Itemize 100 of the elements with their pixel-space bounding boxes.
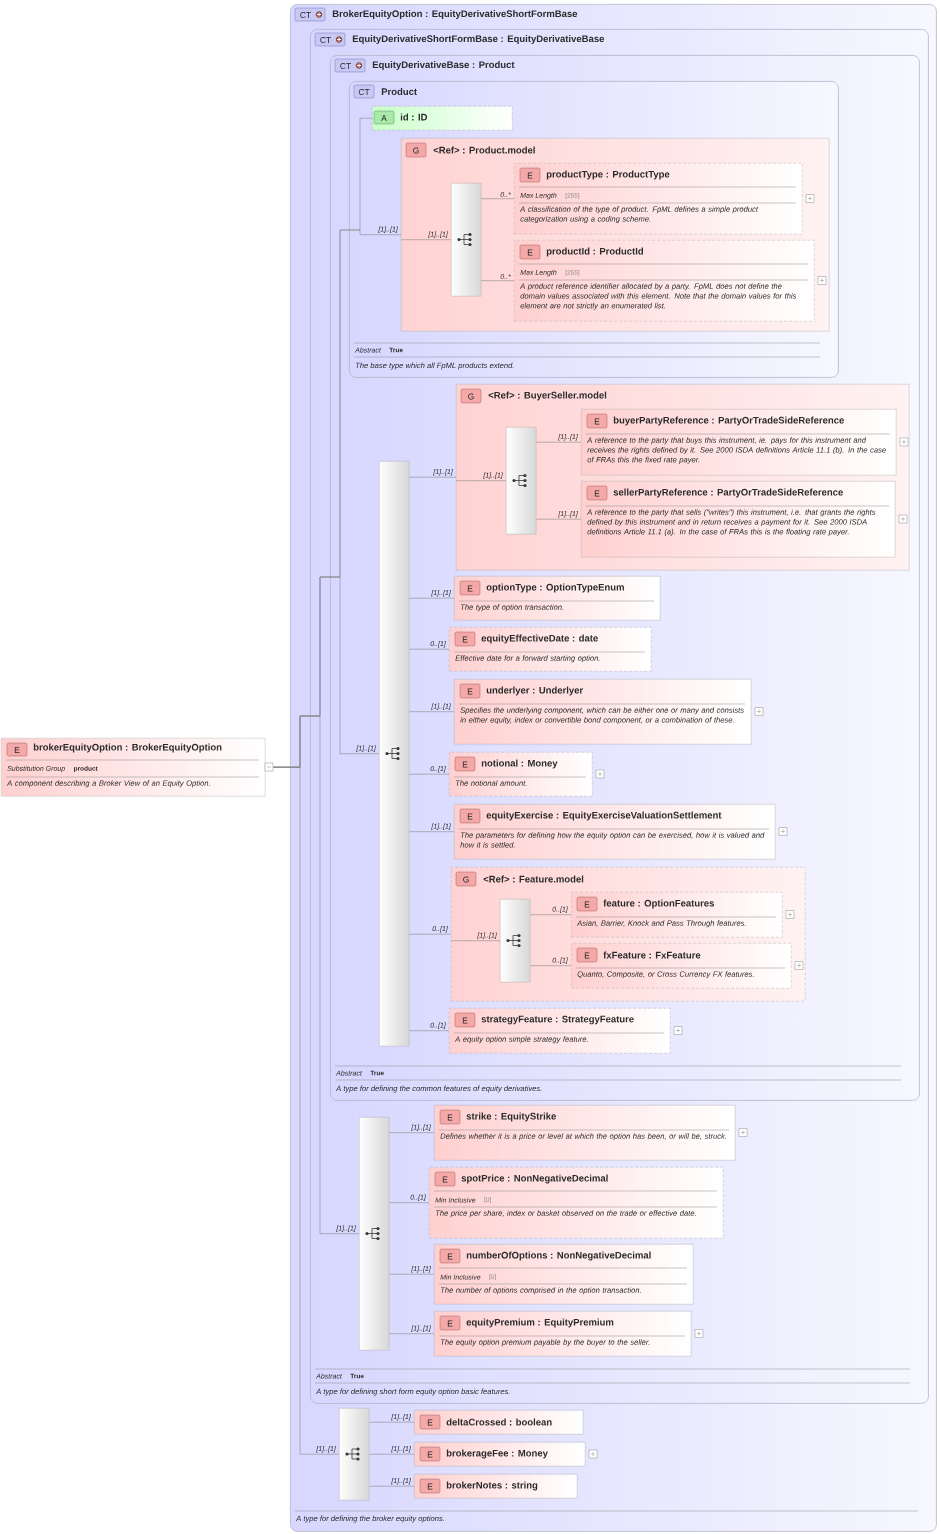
type-badge: E [439,1109,461,1125]
element-box [1,738,274,797]
type-badge: E [586,485,608,501]
type-badge: CT [294,7,326,22]
sequence-bar [339,1408,370,1501]
type-title: BrokerEquityOption : EquityDerivativeShortFormBase [332,10,578,19]
type-badge: A [373,110,395,125]
type-badge: CT [334,58,366,73]
connector-line [273,766,340,1455]
type-badge: E [439,1248,461,1264]
connector-line [530,965,572,966]
type-badge: E [519,244,541,260]
type-badge: E [6,742,28,757]
type-badge: E [576,896,598,912]
element-box [449,752,593,797]
type-title: EquityDerivativeShortFormBase : EquityDerivativeBase [352,35,605,44]
element-title: sellerPartyReference : PartyOrTradeSideReference [613,488,843,498]
element-title: productType : ProductType [546,170,670,180]
type-badge: E [419,1414,441,1430]
type-badge: E [576,947,598,963]
element-box [414,1442,586,1467]
connector-line [389,1132,435,1133]
element-title: strike : EquityStrike [466,1112,556,1122]
element-box [571,892,783,938]
connector-line [409,773,450,775]
sequence-bar [451,183,482,297]
element-title: optionType : OptionTypeEnum [486,583,624,593]
element-box [414,1410,584,1435]
attribute-box [372,106,513,131]
element-title: strategyFeature : StrategyFeature [481,1015,634,1025]
connector-line [389,1333,435,1334]
type-badge: G [460,388,482,404]
element-box [581,409,897,476]
element-box [454,804,776,860]
element-title: equityPremium : EquityPremium [466,1318,614,1328]
type-badge: E [419,1446,441,1462]
element-box [514,163,803,235]
connector-line [409,711,455,712]
element-title: numberOfOptions : NonNegativeDecimal [466,1251,651,1261]
element-title: buyerPartyReference : PartyOrTradeSideReference [613,416,844,426]
type-badge: E [519,167,541,183]
element-box [514,240,815,322]
sequence-bar [359,1117,390,1351]
element-title: notional : Money [481,759,558,769]
element-box [429,1167,724,1239]
sequence-bar [500,899,531,983]
connector-line [536,518,582,520]
type-badge: E [459,683,481,699]
element-box [434,1311,692,1357]
type-badge: E [459,580,481,596]
connector-line [409,476,457,478]
element-title: spotPrice : NonNegativeDecimal [461,1174,608,1184]
connector-line [409,597,455,599]
connector-line [530,914,572,915]
element-title: equityEffectiveDate : date [481,634,598,644]
connector-line [409,831,455,832]
type-title: Product [381,88,417,95]
type-title: EquityDerivativeBase : Product [372,61,515,70]
element-box [571,943,792,989]
type-badge: E [434,1171,456,1187]
attribute-title: id : ID [400,113,428,121]
type-badge: E [419,1478,441,1494]
connector-line [389,1202,430,1203]
element-title: feature : OptionFeatures [603,899,714,909]
connector-line [369,1453,415,1455]
element-title: deltaCrossed : boolean [446,1418,552,1426]
type-badge: E [454,631,476,647]
element-title: fxFeature : FxFeature [603,951,701,959]
type-badge: E [454,1012,476,1028]
group-title: <Ref> : Feature.model [483,875,584,883]
connector-line [409,1030,450,1031]
element-box [454,576,661,621]
element-title: brokerEquityOption : BrokerEquityOption [33,743,222,753]
element-title: brokerageFee : Money [446,1449,548,1459]
element-box [581,481,896,558]
type-badge: CT [314,32,346,47]
group-title: <Ref> : BuyerSeller.model [488,391,607,401]
connector-line [369,1485,415,1487]
element-box [434,1105,736,1161]
connector-line [450,940,501,941]
type-badge: E [454,756,476,772]
element-box [454,679,752,745]
connector-line [536,441,582,443]
connector-line [369,1421,415,1423]
element-title: brokerNotes : string [446,1481,538,1491]
element-title: productId : ProductId [546,247,644,257]
element-title: underlyer : Underlyer [486,686,583,696]
sequence-bar [506,427,537,535]
element-title: equityExercise : EquityExerciseValuationSettlement [486,811,722,821]
type-badge: CT [353,84,375,99]
connector-line [481,280,515,281]
type-badge: G [405,142,427,158]
connector-line [400,239,452,240]
type-badge: G [455,871,477,887]
type-badge: E [439,1315,461,1331]
type-badge: E [586,413,608,429]
group-title: <Ref> : Product.model [433,146,535,154]
element-box [449,1008,671,1054]
type-badge: E [459,808,481,824]
sequence-bar [379,461,410,1047]
